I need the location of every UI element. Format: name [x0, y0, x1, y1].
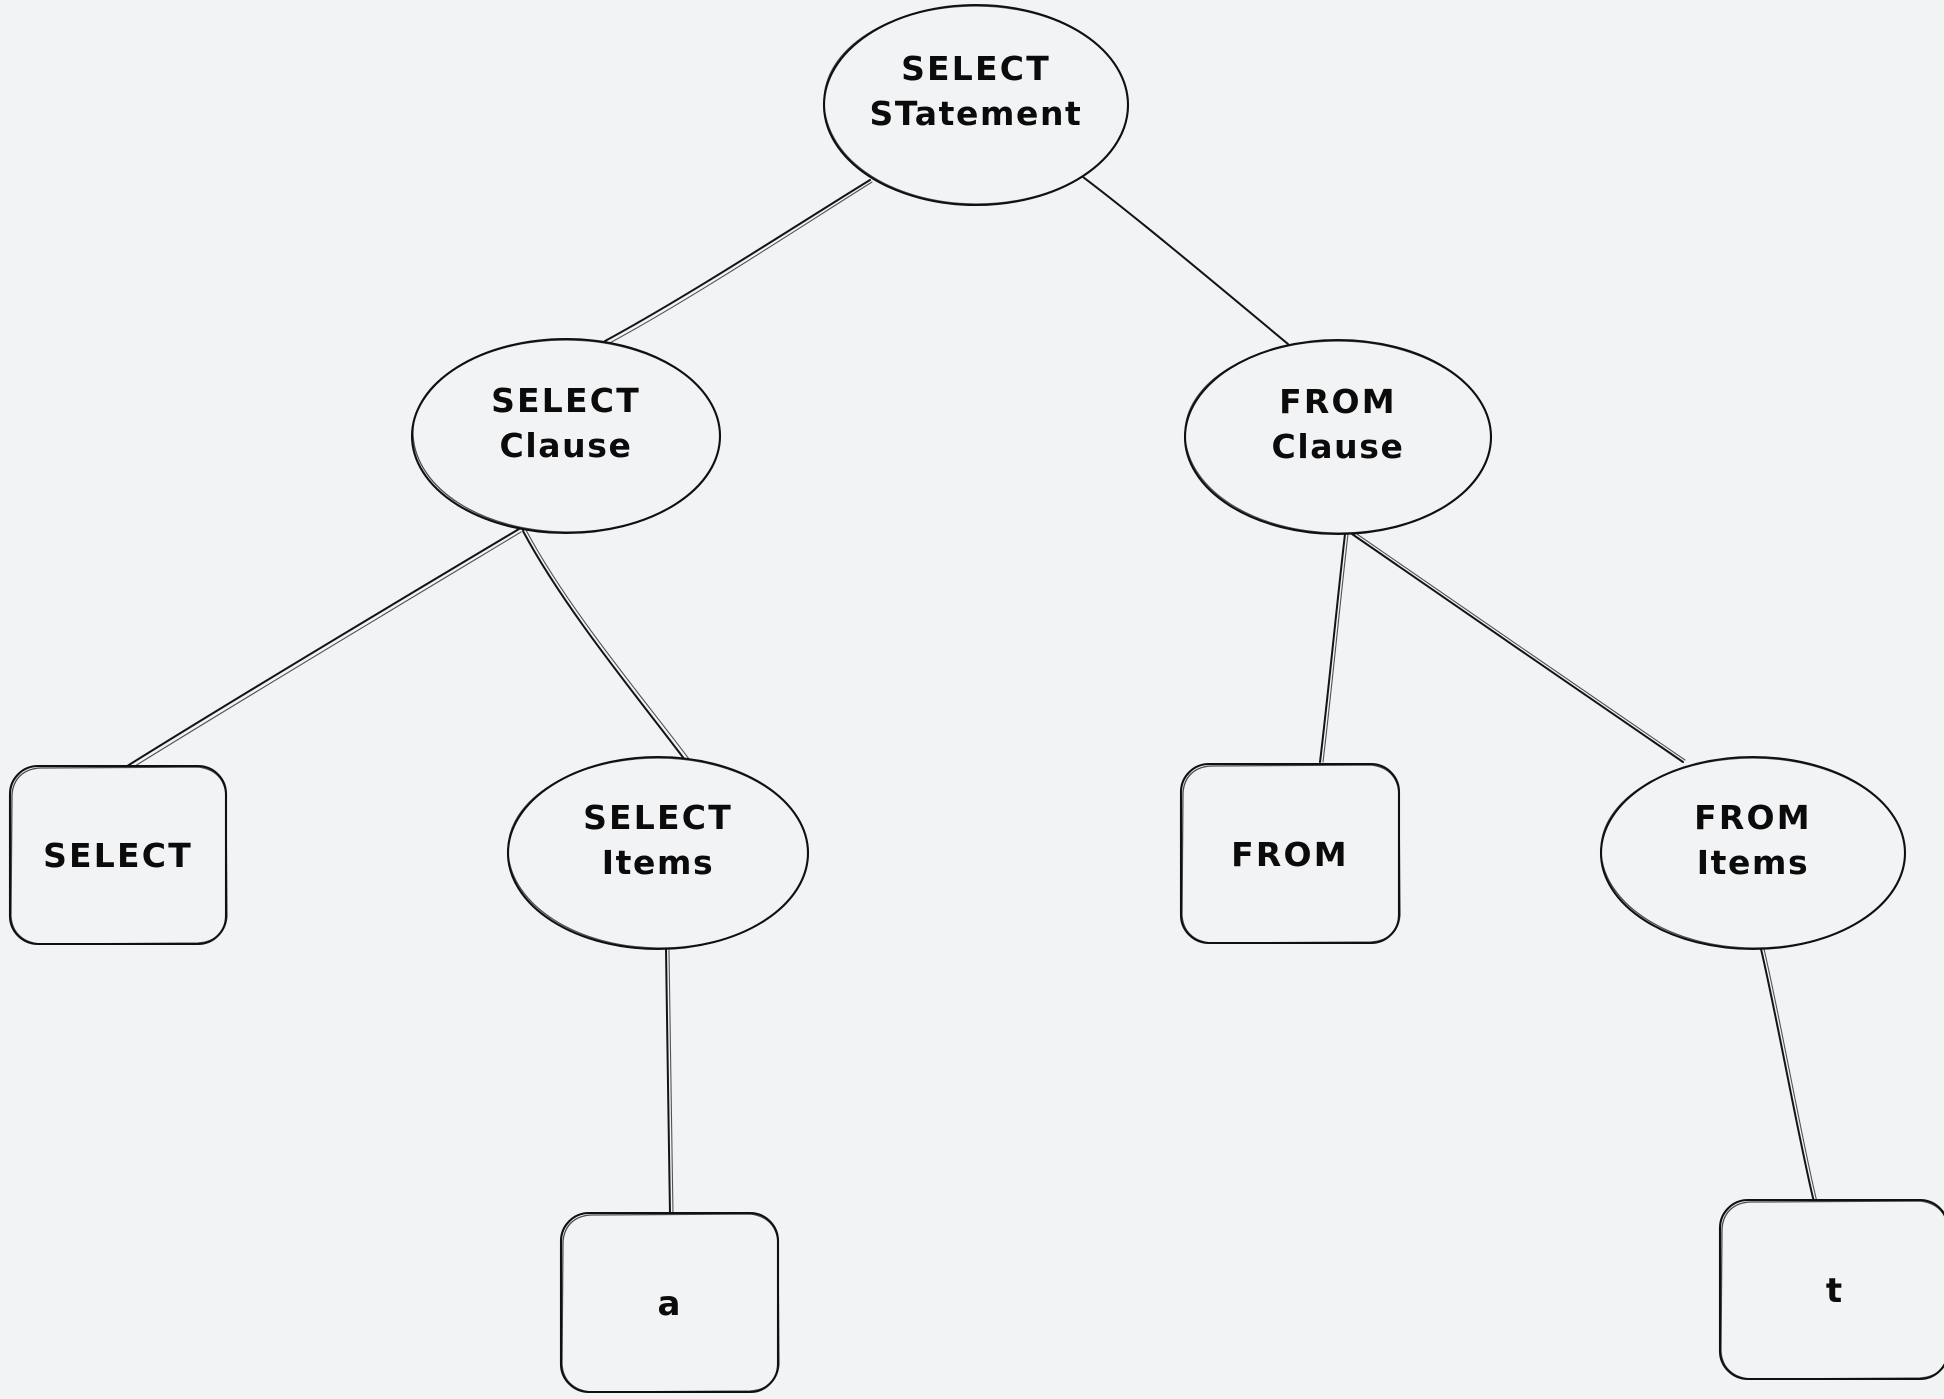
edge-from-clause-to-from-items	[1351, 531, 1686, 763]
node-label-line1: t	[1826, 1271, 1842, 1311]
node-select-statement[interactable]: SELECT STatement	[822, 3, 1130, 207]
edge-from-items-to-table-t	[1760, 948, 1818, 1203]
node-label-line1: FROM	[1231, 835, 1349, 874]
node-label-line2: Items	[602, 843, 714, 882]
node-select-terminal[interactable]: SELECT	[8, 764, 228, 946]
node-from-clause[interactable]: FROM Clause	[1183, 338, 1493, 536]
node-label-line1: FROM	[1694, 798, 1812, 837]
edge-select-statement-to-from-clause	[1082, 176, 1291, 347]
edge-from-clause-to-from-terminal	[1319, 533, 1349, 763]
edge-select-clause-to-select-items	[522, 529, 690, 761]
node-from-items[interactable]: FROM Items	[1599, 755, 1907, 951]
node-label-line2: Clause	[500, 426, 633, 465]
node-label-line2: STatement	[870, 94, 1083, 133]
node-label-line1: a	[658, 1284, 681, 1324]
node-label-line2: Items	[1697, 843, 1809, 882]
node-select-clause[interactable]: SELECT Clause	[410, 337, 722, 535]
node-label-line1: SELECT	[491, 381, 641, 420]
edge-select-clause-to-select-terminal	[123, 528, 522, 772]
edge-group	[123, 176, 1818, 1216]
node-label-line1: FROM	[1279, 382, 1397, 421]
node-label-line1: SELECT	[583, 798, 733, 837]
node-label-line1: SELECT	[43, 836, 193, 875]
node-label-line2: Clause	[1272, 427, 1405, 466]
edge-select-statement-to-select-clause	[604, 179, 873, 345]
edge-select-items-to-column-a	[665, 948, 674, 1216]
node-label-line1: SELECT	[901, 49, 1051, 88]
node-table-t[interactable]: t	[1718, 1198, 1944, 1381]
node-column-a[interactable]: a	[559, 1211, 780, 1394]
node-select-items[interactable]: SELECT Items	[506, 755, 810, 951]
node-from-terminal[interactable]: FROM	[1179, 762, 1401, 945]
